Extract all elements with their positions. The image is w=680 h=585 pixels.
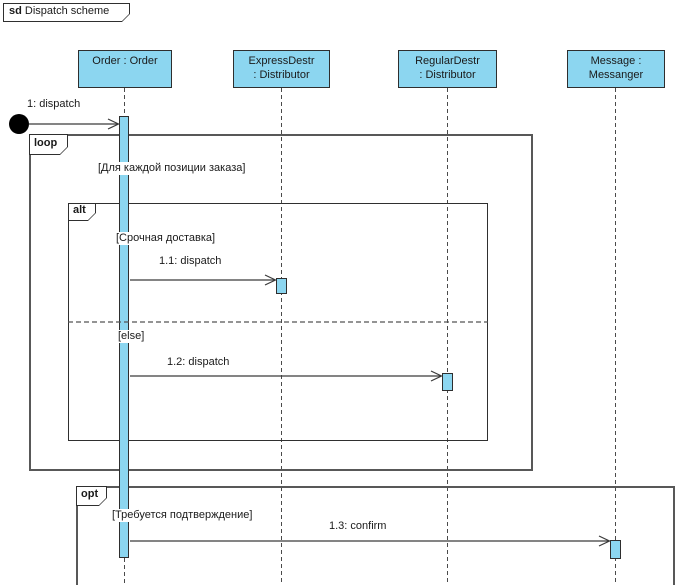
found-message-circle[interactable] (9, 114, 29, 134)
lifeline-head-message-line2: Messanger (588, 69, 644, 81)
lifeline-head-express-line1: ExpressDestr (248, 55, 315, 67)
regular-lifeline-dash[interactable] (447, 88, 448, 585)
lifeline-head-order[interactable]: Order : Order (78, 50, 172, 88)
lifeline-head-express[interactable]: ExpressDestr : Distributor (233, 50, 330, 88)
message-lifeline-dash[interactable] (615, 88, 616, 585)
message-11-label[interactable]: 1.1: dispatch (157, 255, 224, 268)
lifeline-head-express-line2: : Distributor (253, 69, 310, 81)
lifeline-head-order-line1: Order : Order (92, 55, 158, 67)
opt-operator-label: opt (81, 488, 99, 500)
regular-activation-bar[interactable] (442, 373, 453, 391)
loop-guard: [Для каждой позиции заказа] (96, 162, 248, 175)
alt-operator-label: alt (73, 204, 86, 216)
order-lifeline-dash-top[interactable] (124, 88, 125, 116)
loop-fragment-frame[interactable] (29, 134, 533, 471)
alt-guard-if: [Срочная доставка] (114, 232, 218, 245)
loop-operator-tab: loop (29, 134, 68, 155)
lifeline-head-regular-line2: : Distributor (419, 69, 476, 81)
lifeline-head-message[interactable]: Message : Messanger (567, 50, 665, 88)
diagram-title-tab: sd Dispatch scheme (3, 3, 130, 22)
alt-operator-tab: alt (68, 203, 96, 221)
message-activation-bar[interactable] (610, 540, 621, 559)
loop-operator-label: loop (34, 137, 58, 149)
express-activation-bar[interactable] (276, 278, 287, 294)
message-1-arrow[interactable] (29, 118, 120, 130)
express-lifeline-dash[interactable] (281, 88, 282, 585)
lifeline-head-regular[interactable]: RegularDestr : Distributor (398, 50, 497, 88)
diagram-name: Dispatch scheme (24, 5, 110, 17)
message-1-label[interactable]: 1: dispatch (25, 98, 83, 111)
opt-fragment-frame[interactable] (76, 486, 675, 585)
lifeline-head-message-line1: Message : (590, 55, 642, 67)
order-lifeline-dash-bottom[interactable] (124, 558, 125, 585)
message-13-label[interactable]: 1.3: confirm (327, 520, 389, 533)
alt-guard-else: [else] (116, 330, 147, 343)
message-12-label[interactable]: 1.2: dispatch (165, 356, 232, 369)
opt-guard: [Требуется подтверждение] (110, 509, 255, 522)
opt-operator-tab: opt (76, 486, 107, 506)
lifeline-head-regular-line1: RegularDestr (415, 55, 480, 67)
diagram-title: sd Dispatch scheme (3, 3, 130, 20)
diagram-keyword: sd (9, 5, 22, 17)
